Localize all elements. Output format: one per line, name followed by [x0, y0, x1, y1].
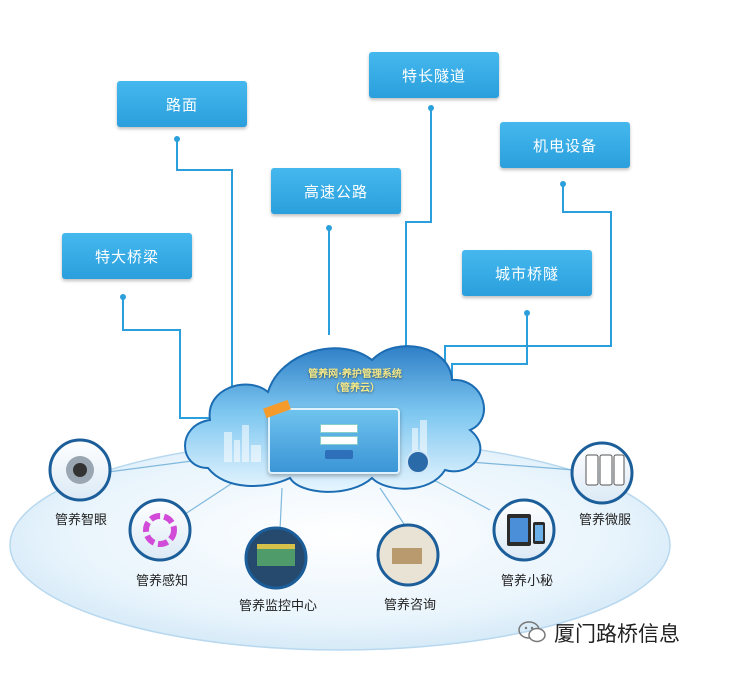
cloud-title: 管养网·养护管理系统 （管养云）: [240, 368, 470, 396]
product-label-wechat: 管养微服: [578, 513, 632, 528]
connector-electromech: [444, 184, 612, 378]
connector-bridge: [122, 297, 215, 419]
cloud-title-main: 管养网·养护管理系统: [308, 369, 402, 380]
category-highway: 高速公路: [271, 168, 401, 214]
watermark-text: 厦门路桥信息: [554, 622, 680, 646]
connector-road: [176, 139, 233, 398]
category-tunnel: 特长隧道: [369, 52, 499, 98]
product-circles: [48, 438, 634, 590]
product-label-monitor: 管养监控中心: [238, 599, 318, 614]
password-field: [320, 436, 358, 445]
product-label-eye: 管养智眼: [54, 513, 108, 528]
username-field: [320, 424, 358, 433]
cloud-title-sub: （管养云）: [330, 383, 380, 394]
connector-lines: [122, 108, 612, 419]
category-road: 路面: [117, 81, 247, 127]
login-panel: [263, 399, 400, 474]
category-urban: 城市桥隧: [462, 250, 592, 296]
connector-tunnel: [405, 108, 432, 352]
product-connectors: [107, 457, 576, 531]
sensor-icon: [128, 498, 192, 562]
wechat-icon: [518, 621, 546, 643]
globe-icon: [406, 450, 430, 474]
category-electromech: 机电设备: [500, 122, 630, 168]
product-label-assistant: 管养小秘: [500, 574, 554, 589]
product-label-consult: 管养咨询: [383, 598, 437, 613]
login-button: [325, 450, 353, 459]
product-label-sense: 管养感知: [135, 574, 189, 589]
category-bridge: 特大桥梁: [62, 233, 192, 279]
